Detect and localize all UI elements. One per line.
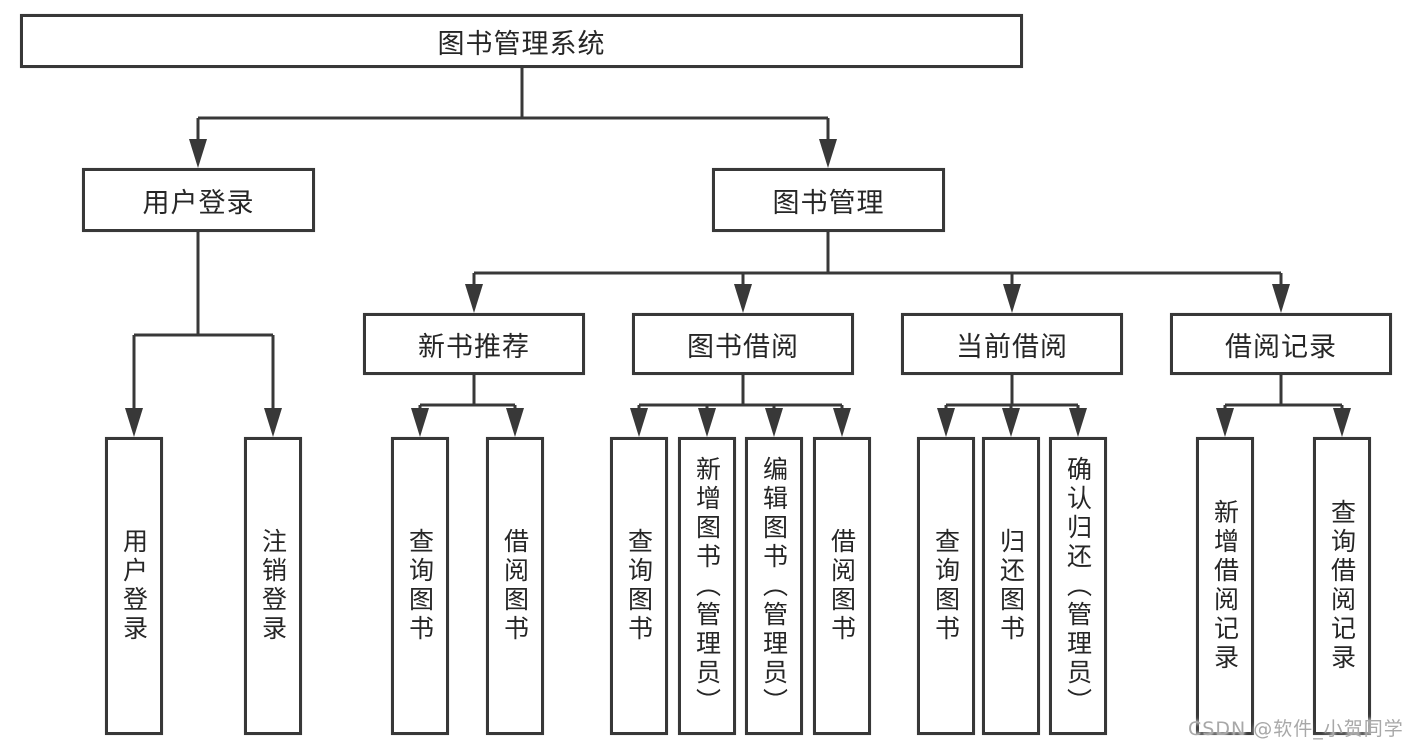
node-label: 新增图书（管理员） xyxy=(692,455,722,717)
node-label: 借阅记录 xyxy=(1225,331,1337,363)
node-leaf-query-books-borrow: 查询图书 xyxy=(610,437,668,735)
node-book-borrowing: 图书借阅 xyxy=(632,313,854,375)
node-label: 查询借阅记录 xyxy=(1327,499,1357,673)
node-leaf-query-borrow-record: 查询借阅记录 xyxy=(1313,437,1371,735)
node-label: 新书推荐 xyxy=(418,331,530,363)
node-leaf-borrow-books-recommend: 借阅图书 xyxy=(486,437,544,735)
node-label: 借阅图书 xyxy=(500,528,530,644)
node-leaf-return-book: 归还图书 xyxy=(982,437,1040,735)
node-label: 查询图书 xyxy=(405,528,435,644)
node-leaf-add-borrow-record: 新增借阅记录 xyxy=(1196,437,1254,735)
node-leaf-user-login: 用户登录 xyxy=(105,437,163,735)
node-label: 当前借阅 xyxy=(956,331,1068,363)
node-leaf-borrow-books: 借阅图书 xyxy=(813,437,871,735)
node-label: 图书借阅 xyxy=(687,331,799,363)
node-label: 注销登录 xyxy=(258,528,288,644)
node-label: 图书管理系统 xyxy=(437,28,606,60)
node-leaf-confirm-return-admin: 确认归还（管理员） xyxy=(1049,437,1107,735)
node-label: 查询图书 xyxy=(931,528,961,644)
node-label: 借阅图书 xyxy=(827,528,857,644)
node-leaf-query-books-recommend: 查询图书 xyxy=(391,437,449,735)
node-label: 确认归还（管理员） xyxy=(1063,455,1093,717)
node-leaf-add-book-admin: 新增图书（管理员） xyxy=(678,437,736,735)
node-label: 编辑图书（管理员） xyxy=(759,455,789,717)
node-user-login: 用户登录 xyxy=(82,168,315,232)
node-label: 查询图书 xyxy=(624,528,654,644)
node-label: 新增借阅记录 xyxy=(1210,499,1240,673)
node-label: 用户登录 xyxy=(142,187,255,219)
node-leaf-query-books-current: 查询图书 xyxy=(917,437,975,735)
node-current-borrowing: 当前借阅 xyxy=(901,313,1123,375)
node-book-management: 图书管理 xyxy=(712,168,945,232)
node-borrowing-records: 借阅记录 xyxy=(1170,313,1392,375)
node-new-book-recommendation: 新书推荐 xyxy=(363,313,585,375)
node-leaf-edit-book-admin: 编辑图书（管理员） xyxy=(745,437,803,735)
node-label: 图书管理 xyxy=(772,187,885,219)
node-label: 归还图书 xyxy=(996,528,1026,644)
node-library-management-system: 图书管理系统 xyxy=(20,14,1023,68)
node-leaf-logout: 注销登录 xyxy=(244,437,302,735)
node-label: 用户登录 xyxy=(119,528,149,644)
watermark-text: CSDN @软件_小贺同学 xyxy=(1188,718,1404,740)
